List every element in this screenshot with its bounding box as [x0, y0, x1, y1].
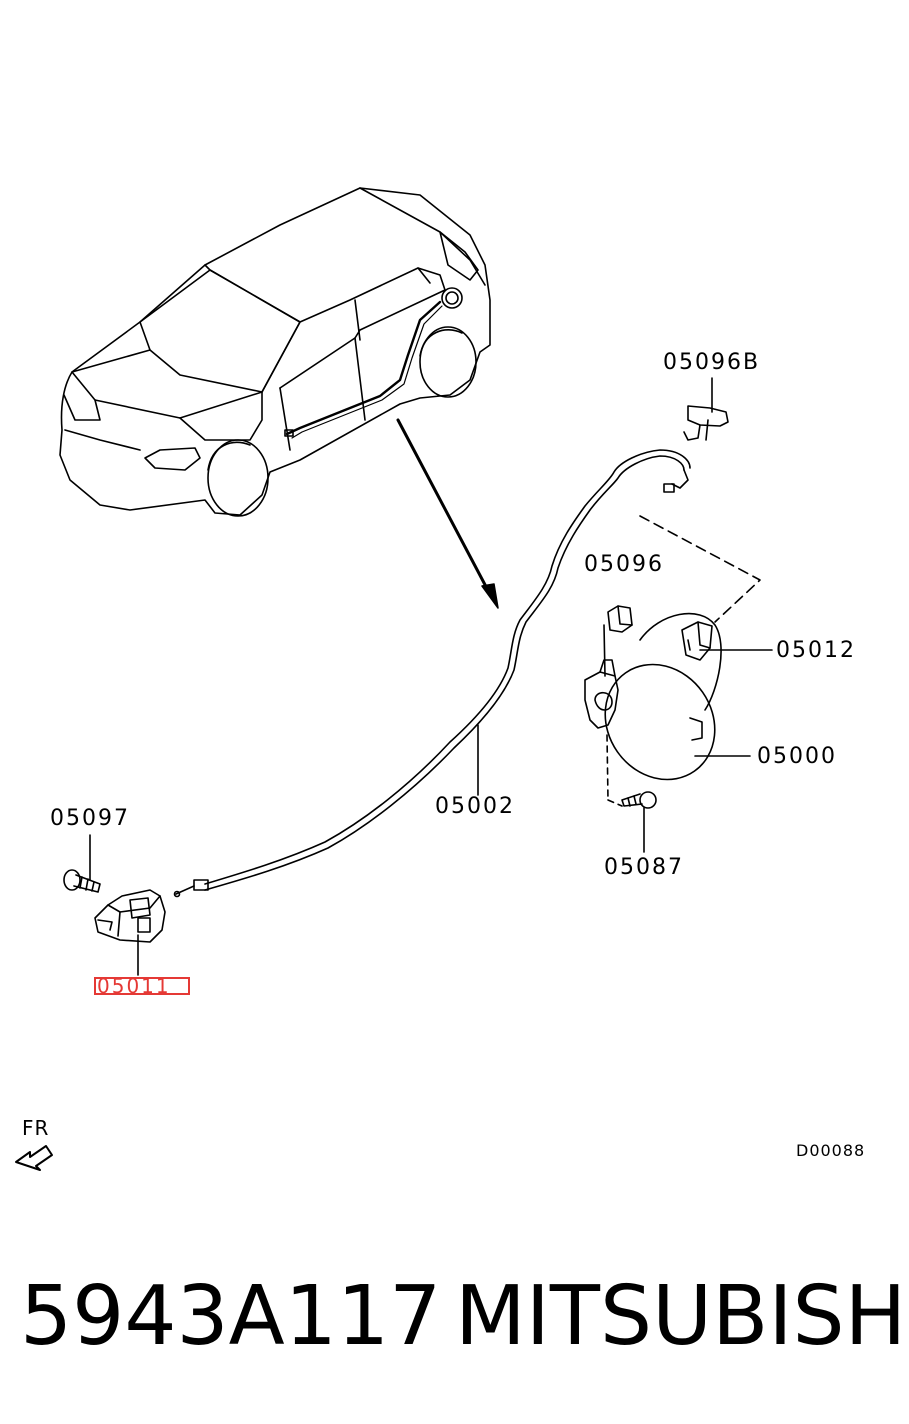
- label-05000: 05000: [757, 744, 837, 769]
- leader-lines: [89, 377, 773, 976]
- connector-part: [683, 405, 729, 441]
- screw-part: [63, 869, 101, 893]
- label-05012: 05012: [776, 638, 856, 663]
- fr-arrow-icon: [15, 1145, 53, 1171]
- release-cable: [173, 449, 691, 898]
- label-05011: 05011: [97, 974, 171, 998]
- direction-arrow: [396, 418, 499, 609]
- brand-name: MITSUBISHI: [455, 1269, 909, 1364]
- label-05096: 05096: [584, 552, 664, 577]
- highlight-box-05011: [94, 977, 190, 995]
- label-fr: FR: [22, 1116, 50, 1140]
- part-number: 5943A117: [20, 1269, 442, 1364]
- vehicle-outline: [59, 187, 491, 517]
- label-05096B: 05096B: [663, 350, 761, 375]
- diagram-code: D00088: [796, 1141, 866, 1160]
- label-05087: 05087: [604, 855, 684, 880]
- label-05002: 05002: [435, 794, 515, 819]
- label-05097: 05097: [50, 806, 130, 831]
- release-handle-part: [94, 889, 166, 943]
- dashed-connector-line: [639, 515, 761, 623]
- fuel-lid-part: [584, 605, 722, 809]
